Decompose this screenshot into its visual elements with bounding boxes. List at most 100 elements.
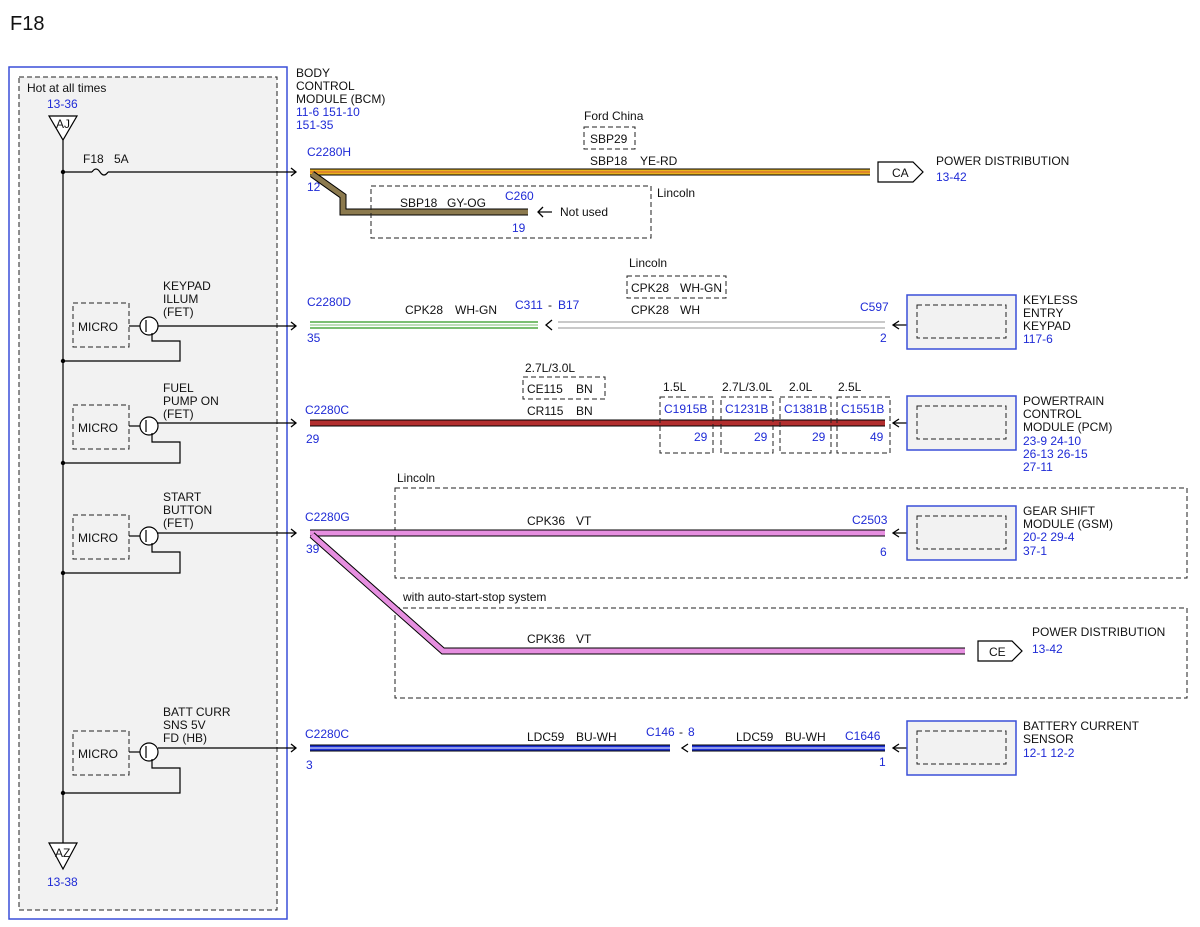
c5-dest-module <box>906 720 1017 776</box>
c5-dest-ref[interactable]: 12-1 12-2 <box>1023 746 1075 760</box>
c5-dest-line2: SENSOR <box>1023 732 1074 746</box>
c2-dest-module <box>906 294 1017 350</box>
page-title: F18 <box>10 13 44 35</box>
c4-dest-ref1[interactable]: 20-2 29-4 <box>1023 530 1075 544</box>
c1-variant-box <box>583 126 636 150</box>
c3-pin: 29 <box>306 432 320 446</box>
c3-circuit: CR115 <box>527 404 564 418</box>
c4-dest-connector[interactable]: C2503 <box>852 513 888 527</box>
c5-dest-connector[interactable]: C1646 <box>845 729 881 743</box>
c3-dest-ref3[interactable]: 27-11 <box>1023 460 1053 474</box>
c2-inline-b[interactable]: B17 <box>558 298 580 312</box>
c3-engine1-label: 1.5L <box>663 380 687 394</box>
bcm-ref-line2[interactable]: 151-35 <box>296 118 334 132</box>
c3-engine4-box <box>836 396 891 454</box>
c1-dest-ref[interactable]: 13-42 <box>936 170 967 184</box>
c2-dest-inner <box>916 304 1007 339</box>
c1-dest-tag-label: CA <box>892 166 909 180</box>
c5-inline-a[interactable]: C146 <box>646 725 675 739</box>
c4-dest-ref2[interactable]: 37-1 <box>1023 544 1047 558</box>
c5-driver-line3: FD (HB) <box>163 731 207 745</box>
c1-variant-circuit: SBP29 <box>590 132 628 146</box>
c3-fet-icon <box>139 416 159 436</box>
c1-lincoln-box <box>370 185 652 239</box>
c4-dest-pin: 6 <box>880 545 887 559</box>
bcm-ref-line1[interactable]: 11-6 151-10 <box>296 105 360 119</box>
c3-driver-line3: (FET) <box>163 407 194 421</box>
c1-circuit: SBP18 <box>590 154 628 168</box>
c3-dest-module <box>906 395 1017 451</box>
c3-engine2-connector[interactable]: C1231B <box>725 402 768 416</box>
c2-dest-line2: ENTRY <box>1023 306 1063 320</box>
c5-driver-line1: BATT CURR <box>163 705 231 719</box>
c2-variant-color: WH-GN <box>680 281 722 295</box>
c4-dest-line2: MODULE (GSM) <box>1023 517 1113 531</box>
c2-micro-box <box>72 302 130 348</box>
c2-dest-connector[interactable]: C597 <box>860 300 889 314</box>
c5-fet-icon <box>139 742 159 762</box>
c5-inline-b[interactable]: 8 <box>688 725 695 739</box>
c4-branch-ref[interactable]: 13-42 <box>1032 642 1063 656</box>
c5-dest-pin: 1 <box>879 755 886 769</box>
c3-dest-ref1[interactable]: 23-9 24-10 <box>1023 434 1081 448</box>
c1-branch-connector[interactable]: C260 <box>505 189 534 203</box>
bcm-title-line3: MODULE (BCM) <box>296 92 385 106</box>
c3-variant-label: 2.7L/3.0L <box>525 361 575 375</box>
c2-inline-a[interactable]: C311 <box>515 298 543 312</box>
c3-engine3-box <box>779 396 832 454</box>
c3-engine1-pin: 29 <box>694 430 708 444</box>
bottom-node-triangle <box>47 842 79 871</box>
c2-inline-arrow <box>544 319 553 331</box>
c4-driver-line1: START <box>163 490 202 504</box>
c4-circuit: CPK36 <box>527 514 565 528</box>
c2-variant-box <box>626 275 727 299</box>
c2-dest-ref[interactable]: 117-6 <box>1023 332 1053 346</box>
top-node-ref[interactable]: 13-36 <box>47 97 78 111</box>
c4-driver-line3: (FET) <box>163 516 194 530</box>
c3-variant-box <box>522 376 606 400</box>
c2-driver-line1: KEYPAD <box>163 279 211 293</box>
c5-connector[interactable]: C2280C <box>305 727 349 741</box>
c1-pin: 12 <box>307 180 321 194</box>
c1-connector[interactable]: C2280H <box>307 145 351 159</box>
c4-branch-dest: POWER DISTRIBUTION <box>1032 625 1165 639</box>
c4-branch-box <box>394 607 1188 699</box>
c3-color: BN <box>576 404 593 418</box>
c5-circuit: LDC59 <box>527 730 565 744</box>
fuse-amp: 5A <box>114 152 129 166</box>
bottom-node-ref[interactable]: 13-38 <box>47 875 78 889</box>
c4-connector[interactable]: C2280G <box>305 510 350 524</box>
c4-pin: 39 <box>306 542 320 556</box>
c2-color: WH-GN <box>455 303 497 317</box>
c3-driver-line1: FUEL <box>163 381 194 395</box>
c3-engine3-connector[interactable]: C1381B <box>784 402 827 416</box>
fuse-icon <box>91 168 109 176</box>
c3-connector[interactable]: C2280C <box>305 403 349 417</box>
c4-color: VT <box>576 514 592 528</box>
bcm-title-line2: CONTROL <box>296 79 355 93</box>
c4-branch-color: VT <box>576 632 592 646</box>
c4-variant-label: Lincoln <box>397 471 435 485</box>
c2-dest-pin: 2 <box>880 331 887 345</box>
c5-micro-box <box>72 730 130 776</box>
c1-branch-circuit: SBP18 <box>400 196 438 210</box>
c3-dest-line3: MODULE (PCM) <box>1023 420 1112 434</box>
c5-circuit2: LDC59 <box>736 730 774 744</box>
c2-pin: 35 <box>307 331 321 345</box>
c5-color2: BU-WH <box>785 730 826 744</box>
c4-micro-label: MICRO <box>78 531 118 545</box>
c2-driver-line2: ILLUM <box>163 292 198 306</box>
c3-engine4-connector[interactable]: C1551B <box>841 402 884 416</box>
c2-inline-dash: - <box>548 298 552 312</box>
c1-branch-color: GY-OG <box>447 196 486 210</box>
c5-inline-arrow <box>680 743 689 753</box>
c3-dest-ref2[interactable]: 26-13 26-15 <box>1023 447 1088 461</box>
c3-engine1-connector[interactable]: C1915B <box>664 402 707 416</box>
c3-micro-box <box>72 404 130 450</box>
c2-connector-arrow <box>290 321 298 331</box>
c2-connector[interactable]: C2280D <box>307 295 351 309</box>
c1-dest-tag <box>877 161 924 183</box>
c3-engine3-pin: 29 <box>812 430 826 444</box>
c1-dest-name: POWER DISTRIBUTION <box>936 154 1069 168</box>
